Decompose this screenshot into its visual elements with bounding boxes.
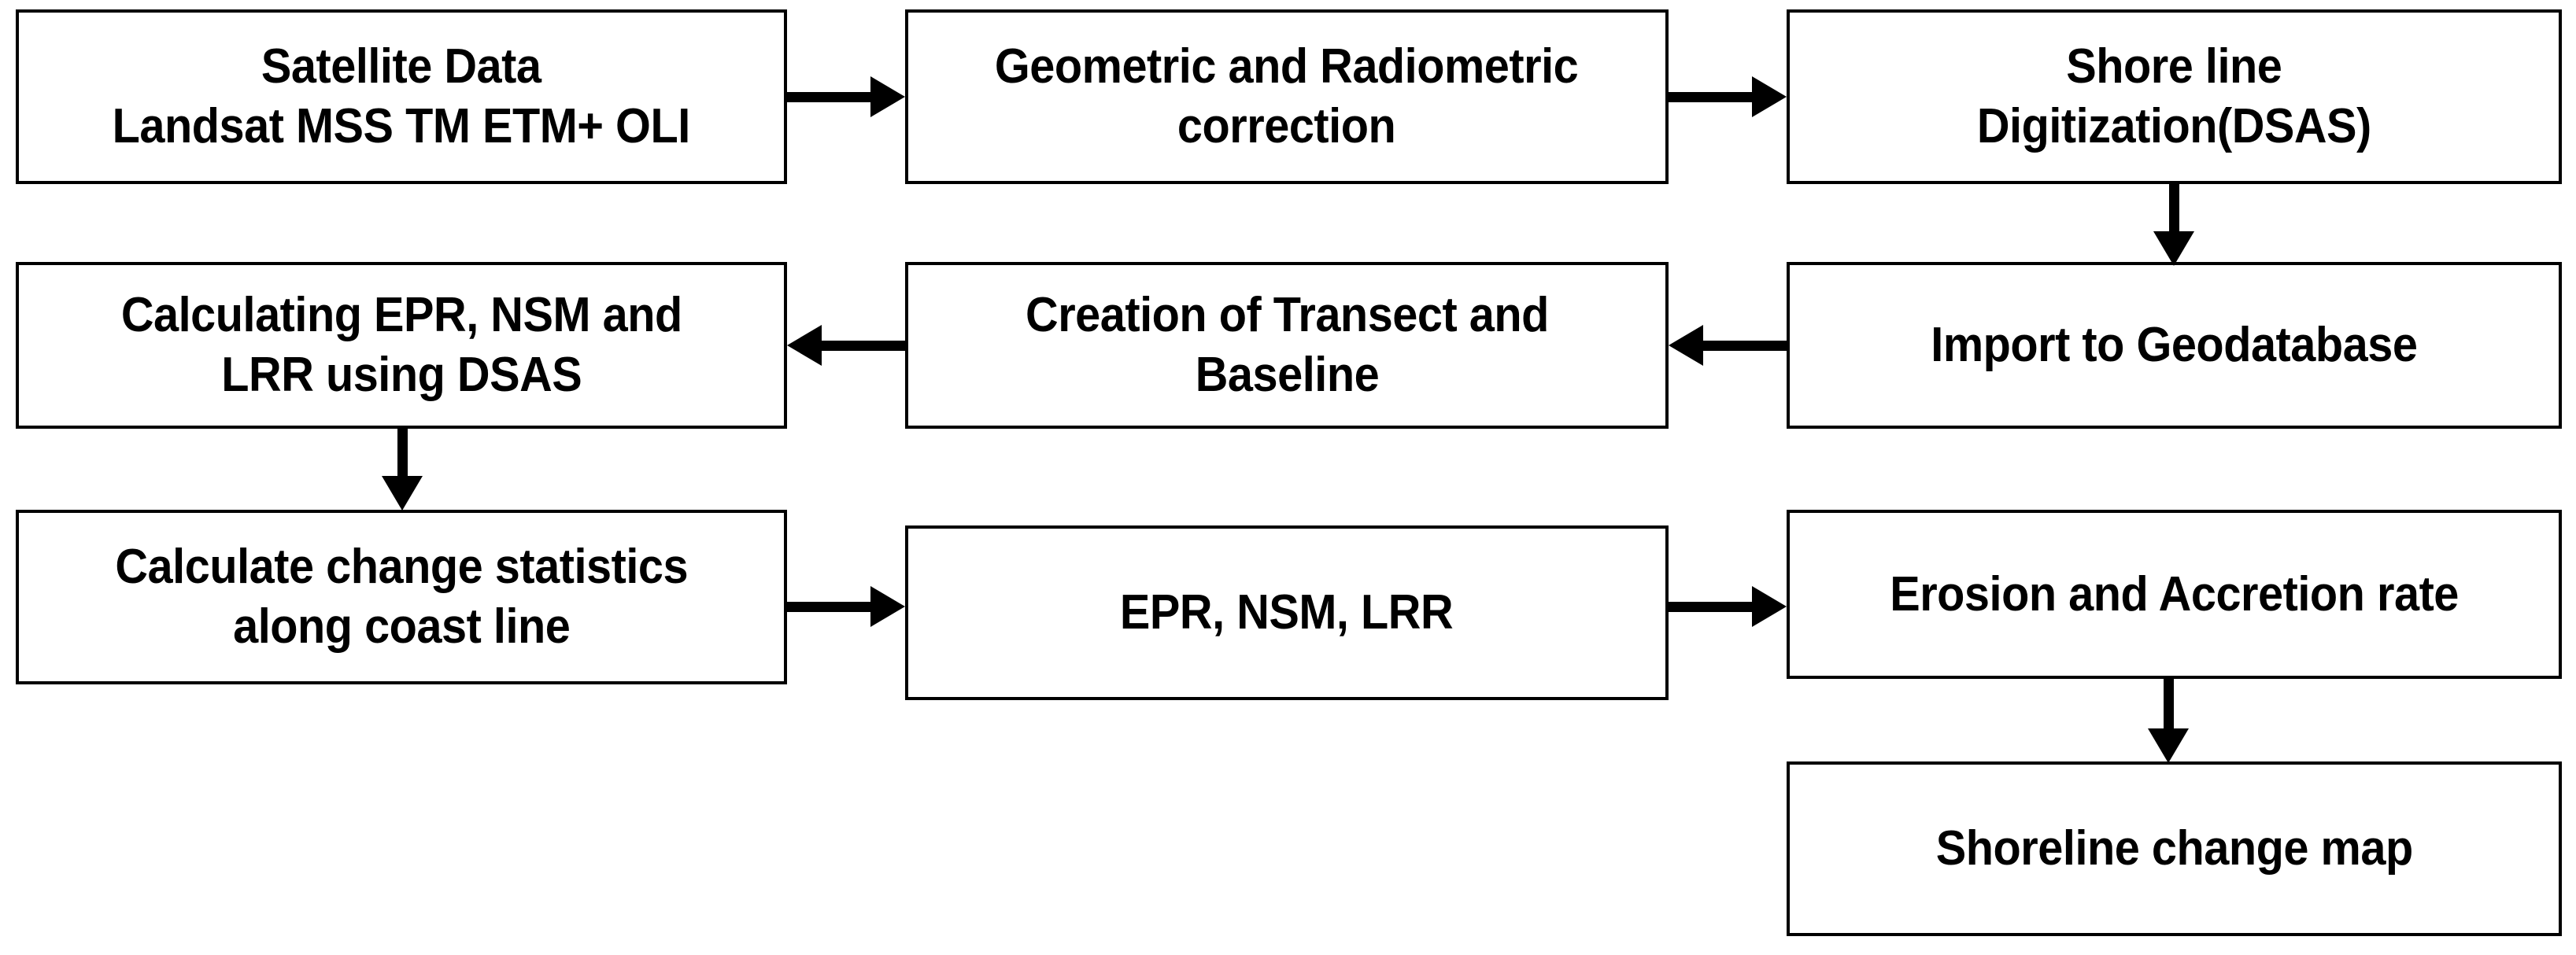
edge-line [1669,602,1757,612]
node-label: Shore line Digitization(DSAS) [1977,39,2371,153]
node-label: Satellite Data Landsat MSS TM ETM+ OLI [112,39,691,153]
edge-line [787,602,875,612]
edge-line [822,341,908,351]
arrow-down-icon [2148,728,2189,763]
node-label: Import to Geodatabase [1931,318,2418,373]
node-label: Calculate change statistics along coast … [115,540,688,654]
edge-line [397,429,408,481]
node-satellite-data[interactable]: Satellite Data Landsat MSS TM ETM+ OLI [16,9,787,184]
arrow-right-icon [1752,76,1787,117]
arrow-left-icon [1669,325,1703,366]
arrow-right-icon [1752,586,1787,627]
node-shoreline-change-map[interactable]: Shoreline change map [1787,761,2562,936]
arrow-left-icon [787,325,822,366]
node-geometric-radiometric-correction[interactable]: Geometric and Radiometric correction [905,9,1669,184]
arrow-down-icon [382,476,423,511]
node-epr-nsm-lrr[interactable]: EPR, NSM, LRR [905,525,1669,700]
node-calculate-change-statistics[interactable]: Calculate change statistics along coast … [16,510,787,684]
edge-line [1703,341,1790,351]
edge-line [787,92,875,102]
arrow-down-icon [2153,231,2194,266]
edge-line [1669,92,1757,102]
arrow-right-icon [870,76,905,117]
node-label: Calculating EPR, NSM and LRR using DSAS [120,288,682,402]
edge-line [2169,184,2179,236]
node-label: Erosion and Accretion rate [1890,566,2459,621]
node-label: EPR, NSM, LRR [1120,585,1454,640]
node-import-to-geodatabase[interactable]: Import to Geodatabase [1787,262,2562,429]
edge-line [2164,679,2174,732]
node-erosion-and-accretion-rate[interactable]: Erosion and Accretion rate [1787,510,2562,679]
arrow-right-icon [870,586,905,627]
node-label: Creation of Transect and Baseline [1025,288,1549,402]
node-creation-of-transect-and-baseline[interactable]: Creation of Transect and Baseline [905,262,1669,429]
node-calculating-epr-nsm-lrr[interactable]: Calculating EPR, NSM and LRR using DSAS [16,262,787,429]
node-label: Shoreline change map [1935,821,2413,876]
node-shore-line-digitization[interactable]: Shore line Digitization(DSAS) [1787,9,2562,184]
node-label: Geometric and Radiometric correction [995,39,1579,153]
